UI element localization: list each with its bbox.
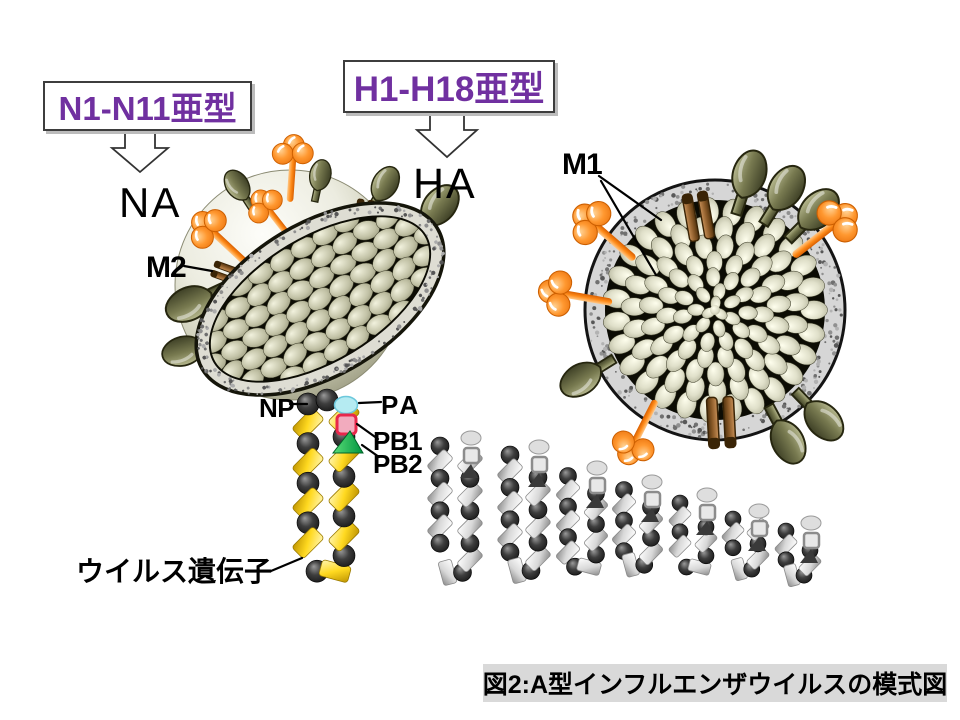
figure-caption: 図2:A型インフルエンザウイルスの模式図 <box>483 664 947 702</box>
figure-caption-text: 図2:A型インフルエンザウイルスの模式図 <box>482 671 948 699</box>
right-virion-cross-section <box>533 144 871 475</box>
genome-segments-group <box>427 430 822 588</box>
label-viral-genome: ウイルス遺伝子 <box>76 556 273 587</box>
label-pa: PA <box>381 390 422 420</box>
callout-arrows <box>109 111 480 174</box>
label-na: NA <box>119 179 182 226</box>
label-ha: HA <box>413 160 477 208</box>
na-subtype-callout: N1-N11亜型 <box>43 81 252 131</box>
ha-subtype-text: H1-H18亜型 <box>353 70 545 109</box>
left-virion-cutaway <box>157 131 469 401</box>
leader-lines <box>182 174 663 573</box>
genome-segment-with-polymerase <box>292 388 364 583</box>
label-m1: M1 <box>562 148 603 181</box>
ha-subtype-callout: H1-H18亜型 <box>343 60 555 113</box>
label-m2: M2 <box>146 251 187 284</box>
label-pb2: PB2 <box>373 449 423 479</box>
na-subtype-text: N1-N11亜型 <box>58 90 237 127</box>
label-pb1: PB1 <box>373 426 423 456</box>
label-np: NP <box>259 393 295 423</box>
